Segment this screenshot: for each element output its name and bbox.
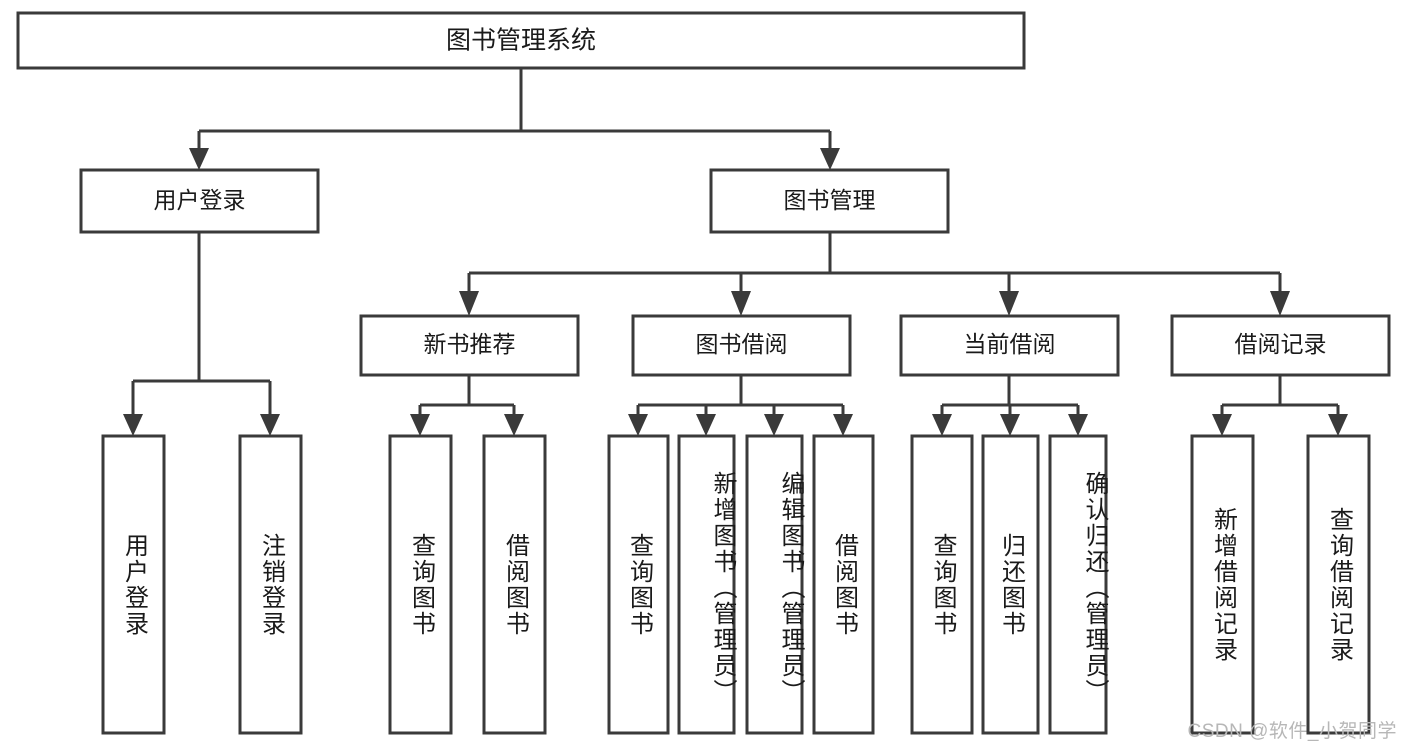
node-group: 图书管理系统 用户登录 图书管理 新书推荐 图书借阅 当前借阅 借阅记录 xyxy=(16,11,1391,735)
node-leaf-query-book-borrow[interactable] xyxy=(607,434,670,735)
node-new-book-rec-label: 新书推荐 xyxy=(424,331,516,357)
node-new-book-rec[interactable] xyxy=(359,314,580,377)
node-current-borrow[interactable] xyxy=(899,314,1120,377)
arrow-current-l2 xyxy=(1000,414,1020,436)
node-leaf-query-book-current[interactable] xyxy=(910,434,974,735)
arrow-current-l3 xyxy=(1068,414,1088,436)
node-user-login[interactable] xyxy=(79,168,320,234)
arrow-book-c2 xyxy=(731,291,751,316)
arrow-book-c1 xyxy=(459,291,479,316)
node-leaf-confirm-return-admin[interactable] xyxy=(1048,434,1108,735)
node-leaf-query-record[interactable] xyxy=(1306,434,1371,735)
node-root[interactable] xyxy=(16,11,1026,70)
node-book-manage-label: 图书管理 xyxy=(784,187,876,213)
node-book-borrow[interactable] xyxy=(631,314,852,377)
connector-group xyxy=(123,68,1348,436)
arrow-borrow-l4 xyxy=(833,414,853,436)
arrow-root-to-user xyxy=(189,148,209,170)
node-current-borrow-label: 当前借阅 xyxy=(964,331,1056,357)
node-leaf-return-book[interactable] xyxy=(981,434,1040,735)
arrow-book-c3 xyxy=(999,291,1019,316)
arrow-borrow-l3 xyxy=(764,414,784,436)
node-leaf-query-book-new[interactable] xyxy=(388,434,453,735)
arrow-user-leaf1 xyxy=(123,414,143,436)
arrow-record-l1 xyxy=(1212,414,1232,436)
node-leaf-add-record[interactable] xyxy=(1190,434,1255,735)
arrow-root-to-book xyxy=(820,148,840,170)
node-leaf-borrow-book[interactable] xyxy=(812,434,875,735)
node-book-manage[interactable] xyxy=(709,168,950,234)
watermark-text: CSDN @软件_小贺同学 xyxy=(1187,721,1397,742)
node-leaf-add-book-admin[interactable] xyxy=(677,434,736,735)
arrow-new-l2 xyxy=(504,414,524,436)
arrow-user-leaf2 xyxy=(260,414,280,436)
node-root-label: 图书管理系统 xyxy=(446,27,596,55)
node-leaf-logout[interactable] xyxy=(238,434,303,735)
node-book-borrow-label: 图书借阅 xyxy=(696,331,788,357)
arrow-record-l2 xyxy=(1328,414,1348,436)
node-leaf-edit-book-admin[interactable] xyxy=(745,434,804,735)
arrow-borrow-l1 xyxy=(628,414,648,436)
arrow-new-l1 xyxy=(410,414,430,436)
node-user-login-label: 用户登录 xyxy=(154,187,246,213)
node-leaf-user-login[interactable] xyxy=(101,434,166,735)
node-leaf-borrow-book-new[interactable] xyxy=(482,434,547,735)
arrow-current-l1 xyxy=(932,414,952,436)
node-borrow-record-label: 借阅记录 xyxy=(1235,331,1327,357)
node-borrow-record[interactable] xyxy=(1170,314,1391,377)
arrow-book-c4 xyxy=(1270,291,1290,316)
arrow-borrow-l2 xyxy=(696,414,716,436)
